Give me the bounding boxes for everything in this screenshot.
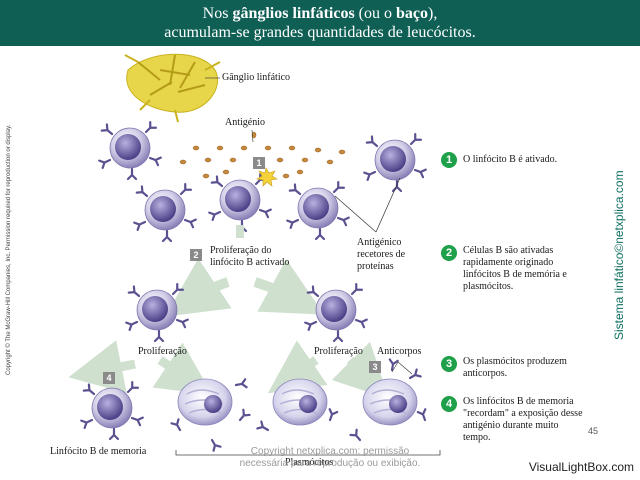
b-lymphocyte	[134, 184, 196, 241]
antigen-particles	[179, 131, 346, 179]
plasma-cell	[272, 378, 328, 426]
watermark-line-2: necessária para reprodução ou exibição.	[239, 458, 421, 469]
step-description-3: Os plasmócitos produzem anticorpos.	[463, 356, 567, 379]
label-prolif-activado-1: Proliferação do	[210, 245, 272, 256]
step-badge-1: 1	[441, 152, 457, 168]
title-text: (ou o	[354, 5, 396, 22]
label-plasmocitos: Plasmócitos	[285, 457, 334, 468]
label-ganglio: Gânglio linfático	[222, 72, 291, 83]
footer-brand-link[interactable]: VisualLightBox.com	[528, 460, 634, 474]
page-number: 45	[588, 426, 599, 436]
label-anticorpos: Anticorpos	[377, 346, 422, 357]
title-bold-baco: baço	[396, 5, 428, 22]
step-description-2: Células B são ativadas rapidamente origi…	[463, 245, 567, 292]
label-receptores-3: proteínas	[357, 261, 394, 272]
step-description-1: O linfócito B é ativado.	[463, 154, 558, 165]
diagram-step-4: 4	[103, 372, 115, 384]
lymph-node-illustration	[124, 53, 221, 123]
step-badge-2: 2	[441, 245, 457, 261]
label-receptores-2: recetores de	[357, 249, 406, 260]
step-description-4: Os linfócitos B de memoria "recordam" a …	[463, 396, 583, 443]
watermark-line-1: Copyright netxplica.com: permissão	[250, 446, 410, 457]
memory-b-cell	[81, 382, 143, 439]
label-antigenio: Antigénio	[225, 117, 265, 128]
b-lymphocyte	[99, 122, 161, 179]
b-lymphocyte-activated	[209, 174, 271, 231]
step-badge-4: 4	[441, 396, 457, 412]
title-bold-ganglios: gânglios linfáticos	[232, 5, 355, 22]
label-receptores-1: Antigénico	[357, 237, 402, 248]
b-lymphocyte-proliferating	[305, 284, 367, 341]
proliferation-arrow-left	[165, 258, 232, 317]
title-line-2: acumulam-se grandes quantidades de leucó…	[164, 24, 476, 41]
plasma-cell	[362, 378, 418, 426]
label-proliferacao-left: Proliferação	[138, 346, 187, 357]
watermark: Copyright netxplica.com: permissão neces…	[200, 446, 460, 470]
activation-star-icon	[256, 167, 278, 187]
b-lymphocyte	[364, 134, 426, 191]
proliferation-arrow-right	[253, 259, 325, 315]
diagram-step-1: 1	[253, 157, 265, 169]
b-lymphocyte	[287, 182, 349, 239]
title-line-1: Nos gânglios linfáticos (ou o baço),	[0, 5, 640, 23]
title-banner: Nos gânglios linfáticos (ou o baço), acu…	[0, 0, 640, 46]
b-lymphocyte-proliferating	[126, 284, 188, 341]
step-badge-3: 3	[441, 356, 457, 372]
title-text: Nos	[202, 5, 233, 22]
diagram-step-2: 2	[190, 249, 202, 261]
copyright-side-text: Copyright © The McGraw-Hill Companies, I…	[6, 124, 12, 375]
label-proliferacao-right: Proliferação	[314, 346, 363, 357]
label-prolif-activado-2: linfócito B activado	[210, 257, 290, 268]
sidebar-brand-text: Sistema linfático©netxplica.com	[612, 170, 626, 340]
diagram-step-3: 3	[369, 361, 381, 373]
plasma-cell	[177, 378, 233, 426]
label-memoria: Linfócito B de memoria	[50, 446, 147, 457]
title-text: ),	[428, 5, 438, 22]
